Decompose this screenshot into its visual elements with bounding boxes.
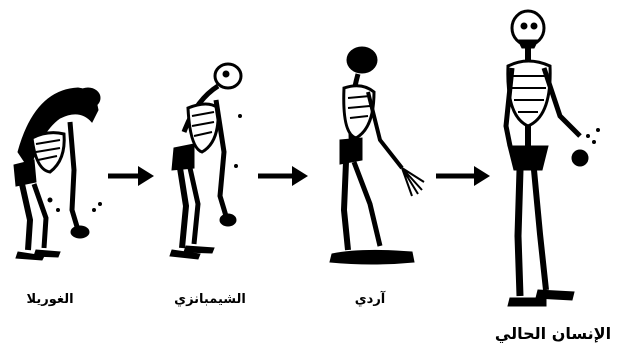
arrow-right-1 [108, 164, 156, 188]
chimpanzee-skeleton [158, 56, 258, 270]
arrow-right-3 [436, 164, 492, 188]
modern-human-skeleton [488, 6, 612, 308]
arrow-right-2 [258, 164, 310, 188]
label-chimpanzee: الشيمبانزي [150, 292, 270, 307]
ardi-skeleton [322, 40, 434, 270]
label-gorilla: الغوريلا [0, 292, 100, 307]
label-modern-human: الإنسان الحالي [478, 324, 628, 343]
gorilla-skeleton [0, 60, 115, 270]
label-ardi: آردي [330, 292, 410, 307]
